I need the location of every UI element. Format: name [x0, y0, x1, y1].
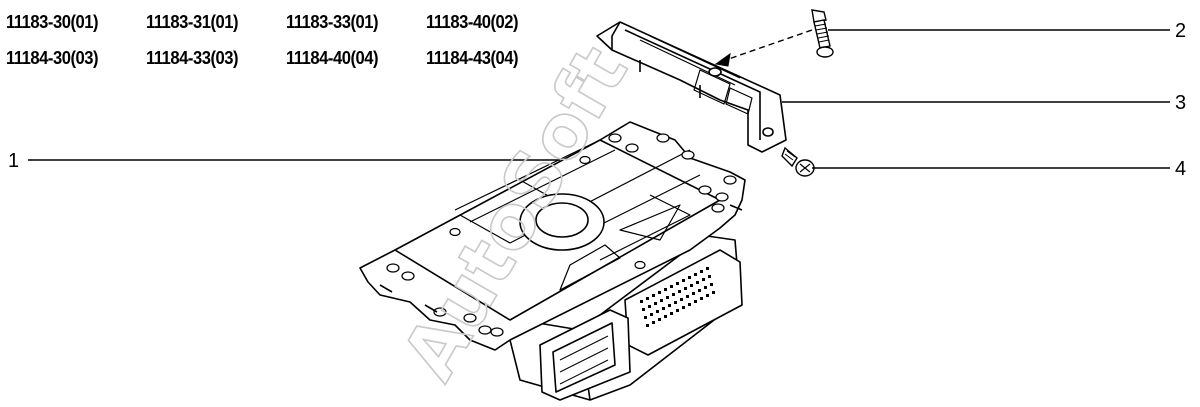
leader-lines [28, 29, 1170, 169]
part-number: 11183-30(01) [6, 11, 99, 32]
part-number: 11184-40(04) [286, 47, 379, 68]
assembly-arrow [719, 29, 813, 63]
connector-socket-small [539, 309, 631, 401]
connector-pin-grid [640, 267, 715, 327]
part-number: 11183-31(01) [146, 11, 239, 32]
part-number: 11184-30(03) [6, 47, 99, 68]
mounting-holes [386, 133, 737, 337]
part-number: 11184-33(03) [146, 47, 239, 68]
part-number: 11183-33(01) [286, 11, 379, 32]
callout-1: 1 [8, 150, 19, 172]
callout-2: 2 [1175, 20, 1186, 42]
part-number: 11184-43(04) [426, 47, 519, 68]
mounting-bracket [596, 21, 787, 153]
callout-4: 4 [1175, 158, 1186, 180]
part-number-row: 11183-30(01) 11183-31(01) 11183-33(01) 1… [6, 4, 566, 40]
part-number-list: 11183-30(01) 11183-31(01) 11183-33(01) 1… [6, 4, 566, 76]
control-unit [359, 121, 746, 401]
callout-3: 3 [1175, 92, 1186, 114]
screw-lower [781, 146, 815, 177]
part-number-row: 11184-30(03) 11184-33(03) 11184-40(04) 1… [6, 40, 566, 76]
screw-upper [811, 9, 834, 58]
part-number: 11183-40(02) [426, 11, 519, 32]
